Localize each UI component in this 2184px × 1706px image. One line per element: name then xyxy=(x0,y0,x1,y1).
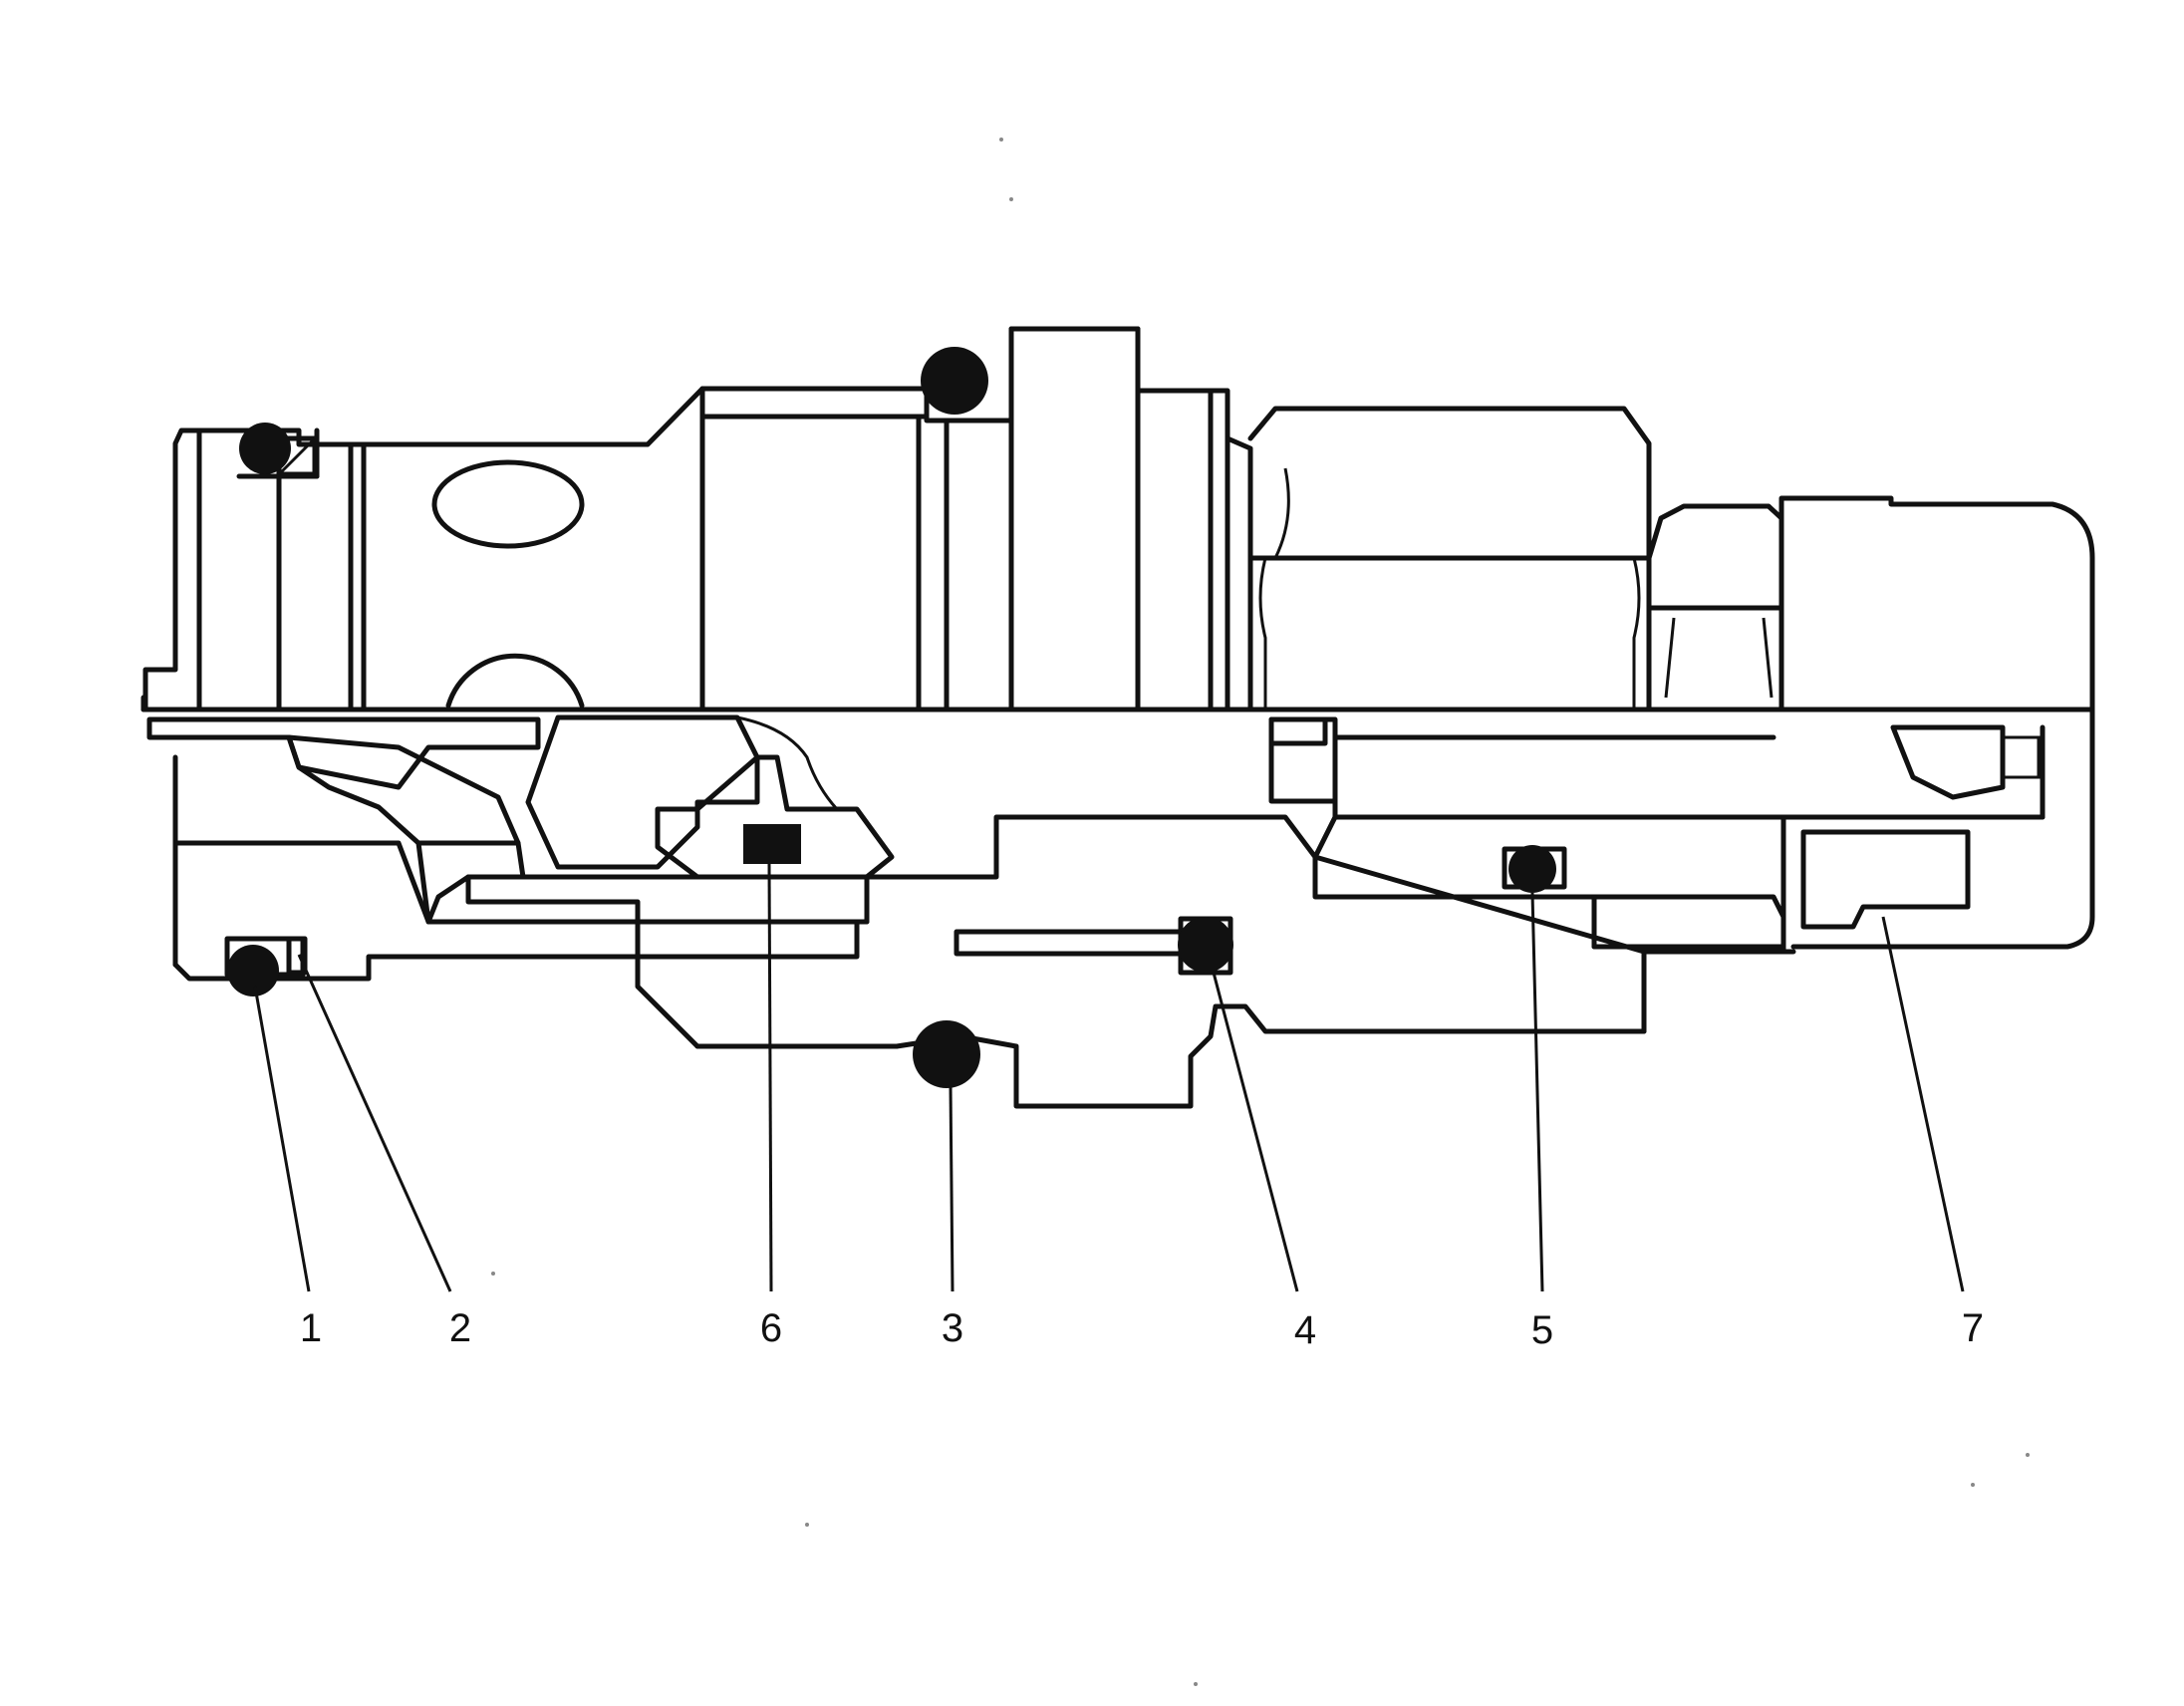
right-body-section xyxy=(1312,814,1786,1034)
section-half xyxy=(146,714,2046,1109)
callout-label-5: 5 xyxy=(1531,1308,1553,1352)
callout-label-1: 1 xyxy=(300,1306,322,1350)
seal-o-ring-3 xyxy=(913,1020,980,1088)
barrel-outline xyxy=(361,326,1253,711)
callout-label-3: 3 xyxy=(942,1306,963,1350)
seal-o-ring-top-left xyxy=(239,423,291,474)
callout-label-6: 6 xyxy=(760,1306,782,1350)
leader-1 xyxy=(253,986,311,1292)
central-spool-section xyxy=(635,814,1647,1109)
callout-label-7: 7 xyxy=(1962,1306,1984,1350)
seal-o-ring-4 xyxy=(1178,917,1233,973)
seal-o-ring-top-center xyxy=(921,347,988,415)
leader-5 xyxy=(1530,892,1544,1292)
port-window-arc xyxy=(445,653,585,709)
left-body-section xyxy=(172,840,641,982)
leader-4 xyxy=(1212,972,1299,1292)
end-cap-outline xyxy=(1778,495,2095,950)
port-window-oval xyxy=(431,459,585,549)
left-sleeve-outline xyxy=(142,427,367,711)
scan-specks xyxy=(491,138,2030,1686)
callout-label-4: 4 xyxy=(1294,1308,1316,1352)
exterior-half xyxy=(142,326,2095,950)
inner-sleeve-section xyxy=(465,874,870,925)
seal-square-6 xyxy=(743,824,801,864)
seal-o-ring-1 xyxy=(227,945,279,996)
leader-7 xyxy=(1881,916,1965,1292)
leader-3 xyxy=(949,1085,955,1292)
callout-labels: 1 2 6 3 4 5 7 xyxy=(300,1306,1984,1352)
poppet-section xyxy=(655,754,895,880)
callout-leaders xyxy=(253,862,1965,1292)
end-insert-section xyxy=(1800,829,1971,930)
hex-nut-outline xyxy=(1247,406,1652,711)
seal-o-ring-5 xyxy=(1508,845,1556,893)
callout-label-2: 2 xyxy=(449,1306,471,1350)
leader-6 xyxy=(767,862,773,1292)
leader-2 xyxy=(297,954,452,1292)
